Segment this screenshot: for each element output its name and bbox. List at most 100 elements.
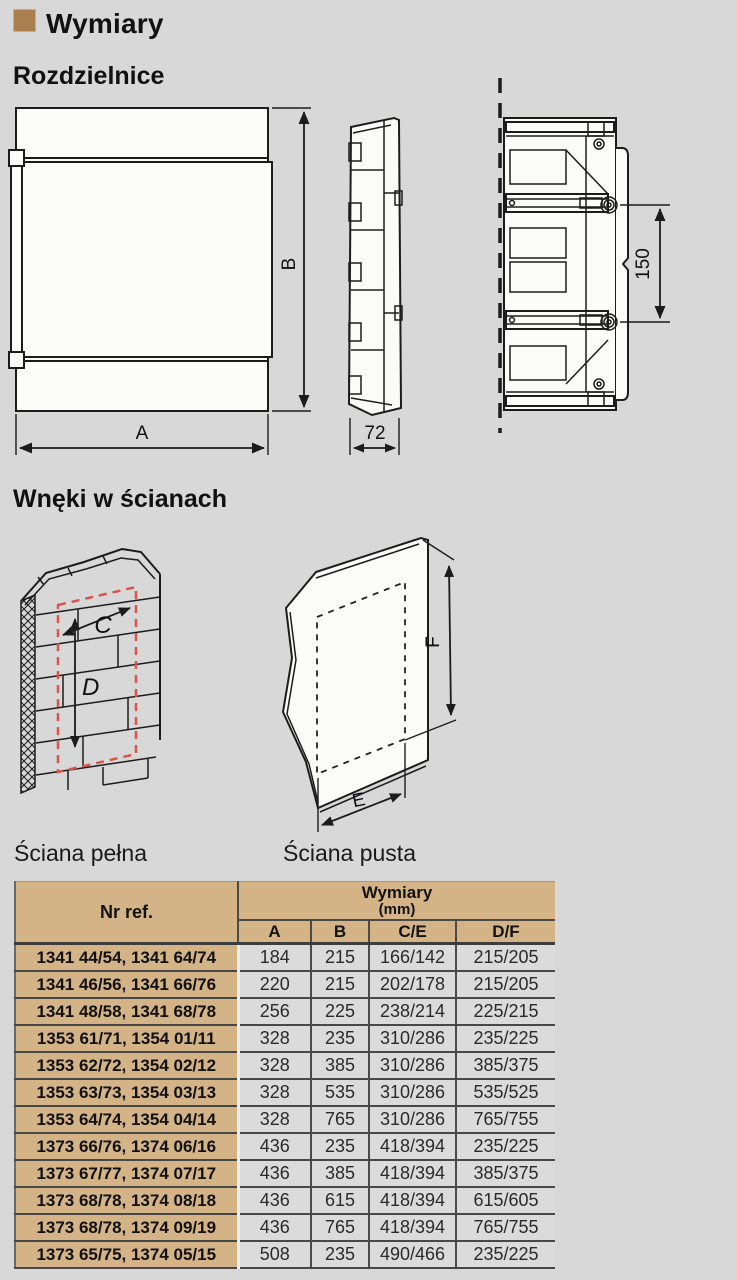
table-cell-a: 436	[238, 1132, 311, 1160]
table-cell-ce: 418/394	[368, 1213, 456, 1241]
dim-F: F	[404, 539, 457, 741]
table-cell-ref: 1353 64/74, 1354 04/14	[15, 1105, 240, 1133]
dim-label-150: 150	[633, 248, 654, 280]
hollow-wall-drawing: E F	[281, 536, 457, 832]
table-row: 1373 65/75, 1374 05/15 508 235 490/466 2…	[15, 1240, 555, 1269]
table-cell-b: 765	[310, 1105, 369, 1133]
table-cell-ref: 1373 66/76, 1374 06/16	[15, 1132, 240, 1160]
table-cell-b: 615	[310, 1186, 369, 1214]
table-cell-ref: 1353 63/73, 1354 03/13	[15, 1078, 240, 1106]
table-cell-ref: 1373 67/77, 1374 07/17	[15, 1159, 240, 1187]
table-cell-ce: 418/394	[368, 1159, 456, 1187]
table-cell-df: 225/215	[455, 997, 555, 1025]
table-cell-ce: 310/286	[368, 1078, 456, 1106]
group-header-title: Wymiary	[361, 882, 433, 902]
table-cell-a: 436	[238, 1159, 311, 1187]
table-cell-ce: 202/178	[368, 970, 456, 998]
table-row: 1341 48/58, 1341 68/78 256 225 238/214 2…	[15, 997, 555, 1025]
recess-outline-dashed	[56, 585, 138, 774]
table-cell-df: 215/205	[455, 942, 555, 971]
table-cell-ref: 1341 46/56, 1341 66/76	[15, 970, 240, 998]
front-view-drawing: B A	[8, 107, 311, 455]
table-cell-df: 615/605	[455, 1186, 555, 1214]
table-cell-a: 184	[238, 942, 311, 971]
dim-label-F: F	[423, 636, 444, 648]
page-title: Wymiary	[46, 8, 164, 39]
screw-icon	[600, 196, 618, 214]
dim-label-A: A	[136, 423, 149, 444]
table-cell-a: 328	[238, 1051, 311, 1079]
brick-edge-hatch	[20, 593, 36, 795]
table-cell-a: 436	[238, 1213, 311, 1241]
table-row: 1373 68/78, 1374 08/18 436 615 418/394 6…	[15, 1186, 555, 1214]
dim-label-B: B	[279, 258, 300, 271]
table-cell-a: 256	[238, 997, 311, 1025]
dim-label-72: 72	[364, 423, 385, 444]
col-header-df: D/F	[455, 920, 555, 945]
table-cell-b: 385	[310, 1159, 369, 1187]
table-cell-ref: 1373 65/75, 1374 05/15	[15, 1240, 240, 1269]
dim-72: 72	[349, 418, 400, 455]
table-cell-ce: 166/142	[368, 942, 456, 971]
table-cell-df: 235/225	[455, 1132, 555, 1160]
table-row: 1373 68/78, 1374 09/19 436 765 418/394 7…	[15, 1213, 555, 1241]
table-row: 1373 66/76, 1374 06/16 436 235 418/394 2…	[15, 1132, 555, 1160]
table-cell-df: 235/225	[455, 1024, 555, 1052]
table-row: 1341 46/56, 1341 66/76 220 215 202/178 2…	[15, 970, 555, 998]
table-cell-ref: 1353 61/71, 1354 01/11	[15, 1024, 240, 1052]
table-cell-a: 436	[238, 1186, 311, 1214]
table-cell-ref: 1353 62/72, 1354 02/12	[15, 1051, 240, 1079]
table-cell-a: 328	[238, 1024, 311, 1052]
dim-B: B	[272, 107, 311, 412]
col-header-group: Wymiary (mm)	[238, 881, 555, 921]
solid-wall-drawing: C D	[20, 547, 161, 795]
dim-150: 150	[620, 204, 670, 323]
table-cell-df: 765/755	[455, 1105, 555, 1133]
table-cell-df: 535/525	[455, 1078, 555, 1106]
table-cell-ref: 1341 44/54, 1341 64/74	[15, 942, 240, 971]
table-cell-a: 220	[238, 970, 311, 998]
dim-label-C: C	[94, 612, 112, 639]
caption-hollow-wall: Ściana pusta	[283, 840, 416, 866]
table-cell-ce: 238/214	[368, 997, 456, 1025]
table-cell-df: 765/755	[455, 1213, 555, 1241]
table-cell-df: 215/205	[455, 970, 555, 998]
table-cell-df: 385/375	[455, 1051, 555, 1079]
section-title-recesses: Wnęki w ścianach	[13, 485, 227, 513]
table-cell-b: 215	[310, 942, 369, 971]
dimensions-table-body: 1341 44/54, 1341 64/74 184 215 166/142 2…	[15, 942, 555, 1269]
recess-outline-dashed	[316, 580, 406, 776]
table-row: 1341 44/54, 1341 64/74 184 215 166/142 2…	[15, 942, 555, 971]
dim-A: A	[15, 414, 269, 455]
table-row: 1373 67/77, 1374 07/17 436 385 418/394 3…	[15, 1159, 555, 1187]
din-rail-bottom	[505, 310, 609, 330]
table-cell-a: 328	[238, 1105, 311, 1133]
door-panel	[21, 161, 273, 358]
table-cell-ce: 418/394	[368, 1186, 456, 1214]
table-cell-ref: 1373 68/78, 1374 08/18	[15, 1186, 240, 1214]
col-header-ref: Nr ref.	[15, 881, 239, 945]
table-cell-df: 235/225	[455, 1240, 555, 1269]
dimensions-table: Nr ref. Wymiary (mm) A B C/E D/F 1341 44…	[14, 881, 555, 1269]
table-cell-ref: 1373 68/78, 1374 09/19	[15, 1213, 240, 1241]
screw-icon	[600, 313, 618, 331]
table-cell-b: 385	[310, 1051, 369, 1079]
dim-E: E	[317, 743, 406, 832]
table-row: 1353 61/71, 1354 01/11 328 235 310/286 2…	[15, 1024, 555, 1052]
table-cell-b: 225	[310, 997, 369, 1025]
table-cell-a: 508	[238, 1240, 311, 1269]
table-cell-b: 535	[310, 1078, 369, 1106]
table-cell-ce: 490/466	[368, 1240, 456, 1269]
dim-label-E: E	[350, 789, 367, 812]
col-header-ce: C/E	[368, 920, 456, 945]
dim-label-D: D	[82, 674, 99, 701]
table-cell-ce: 418/394	[368, 1132, 456, 1160]
section-bullet-icon	[13, 9, 36, 32]
table-row: 1353 62/72, 1354 02/12 328 385 310/286 3…	[15, 1051, 555, 1079]
table-cell-b: 215	[310, 970, 369, 998]
side-view-drawing: 72	[347, 116, 403, 455]
din-rail-top	[505, 193, 609, 213]
table-cell-ce: 310/286	[368, 1051, 456, 1079]
table-cell-b: 235	[310, 1240, 369, 1269]
